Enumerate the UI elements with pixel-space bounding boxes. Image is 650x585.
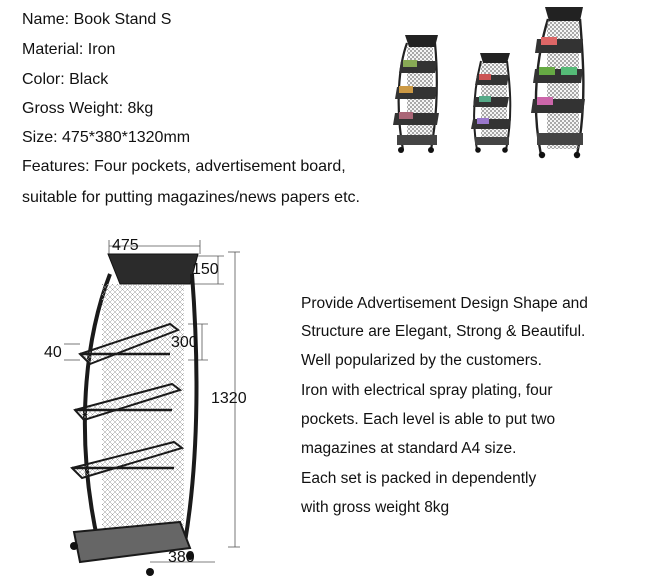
stand-medium-image [393, 35, 439, 153]
dimension-pocket-depth: 300 [171, 334, 198, 351]
dimension-total-height: 1320 [211, 390, 247, 407]
description-line-8: with gross weight 8kg [301, 499, 450, 516]
description-line-6: magazines at standard A4 size. [301, 440, 517, 457]
description-line-1: Provide Advertisement Design Shape and [301, 295, 588, 312]
base-drawing [72, 520, 192, 564]
description-line-3: Well popularized by the customers. [301, 352, 542, 369]
description-line-2: Structure are Elegant, Strong & Beautifu… [301, 323, 586, 340]
dimension-drawing [64, 240, 240, 576]
description-line-4: Iron with electrical spray plating, four [301, 382, 553, 399]
spec-features: Features: Four pockets, advertisement bo… [22, 158, 346, 175]
spec-gross-weight: Gross Weight: 8kg [22, 100, 154, 117]
dimension-base-depth: 380 [168, 549, 195, 566]
spec-color: Color: Black [22, 71, 109, 88]
dimension-width: 475 [112, 237, 139, 254]
description-line-7: Each set is packed in dependently [301, 470, 537, 487]
dimension-pocket-height: 40 [44, 344, 62, 361]
stand-large-image [531, 7, 585, 159]
description-line-5: pockets. Each level is able to put two [301, 411, 556, 428]
spec-name: Name: Book Stand S [22, 11, 172, 28]
dimension-board-height: 150 [192, 261, 219, 278]
header-board-drawing [107, 253, 199, 285]
spec-size: Size: 475*380*1320mm [22, 129, 191, 146]
dimension-lines [64, 240, 240, 563]
spec-material: Material: Iron [22, 41, 116, 58]
product-photo [393, 7, 585, 159]
stand-small-image [471, 53, 512, 153]
spec-features-cont: suitable for putting magazines/news pape… [22, 189, 360, 206]
pockets-drawing [70, 322, 185, 480]
